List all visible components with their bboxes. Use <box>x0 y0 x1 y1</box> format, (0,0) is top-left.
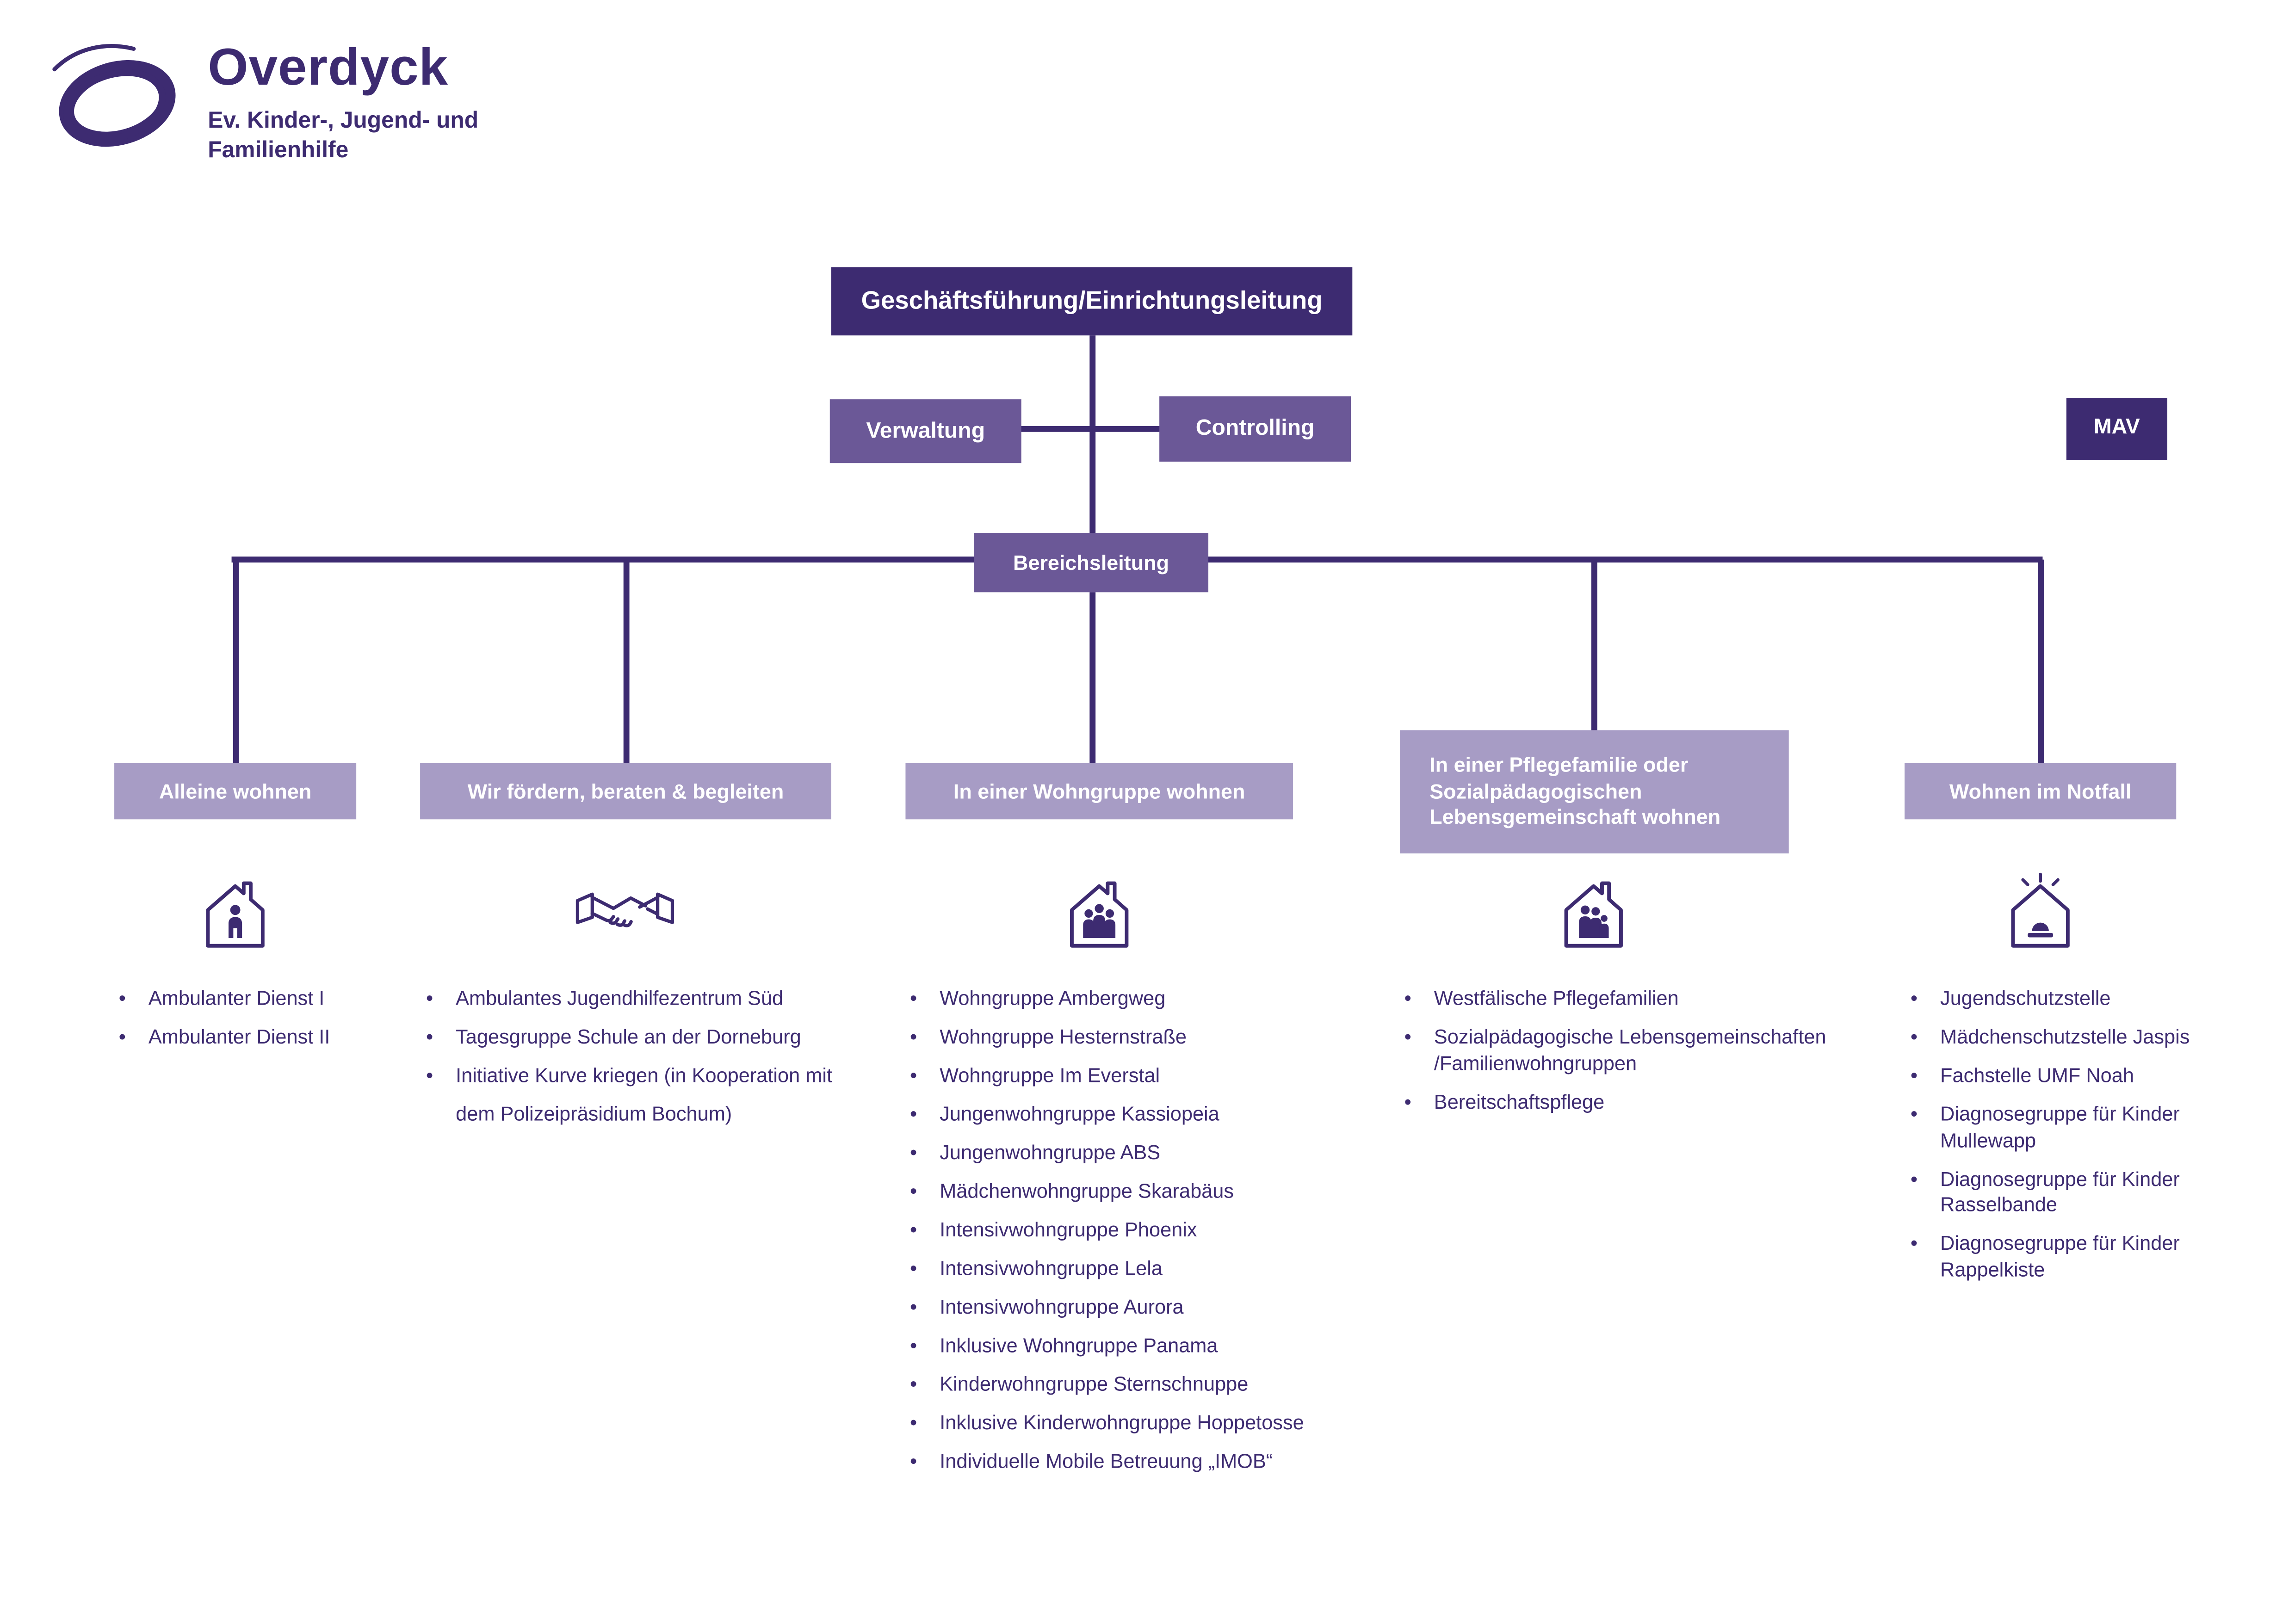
list-item: Diagnosegruppe für Kinder Mullewapp <box>1906 1101 2230 1153</box>
branch-title-notfall: Wohnen im Notfall <box>1905 763 2177 820</box>
branch-items-notfall: JugendschutzstelleMädchenschutzstelle Ja… <box>1906 986 2230 1295</box>
logo-title: Overdyck <box>208 38 448 97</box>
list-item: Intensivwohngruppe Aurora <box>905 1288 1358 1327</box>
list-item: Wohngruppe Hesternstraße <box>905 1018 1358 1056</box>
list-item: Sozialpädagogische Lebensgemeinschaften … <box>1400 1024 1863 1076</box>
logo-subtitle: Ev. Kinder-, Jugend- und Familienhilfe <box>208 107 478 165</box>
list-item: Intensivwohngruppe Lela <box>905 1250 1358 1288</box>
branch-items-wohngruppe: Wohngruppe AmbergwegWohngruppe Hesternst… <box>905 980 1358 1482</box>
list-item: Ambulanter Dienst II <box>114 1018 433 1056</box>
connector-drop-2 <box>623 559 629 763</box>
connector-trunk-top <box>1089 335 1095 533</box>
node-mav: MAV <box>2066 397 2167 460</box>
list-item: Inklusive Kinderwohngruppe Hoppetosse <box>905 1404 1358 1443</box>
node-verwaltung: Verwaltung <box>829 399 1021 463</box>
branch-title-alleine-wohnen: Alleine wohnen <box>114 763 357 820</box>
list-item: Individuelle Mobile Betreuung „IMOB“ <box>905 1443 1358 1481</box>
branch-title-pflegefamilie: In einer Pflegefamilie oder Sozialpädago… <box>1399 730 1789 854</box>
logo-text: Overdyck Ev. Kinder-, Jugend- und Famili… <box>208 38 478 165</box>
list-item: Bereitschaftspflege <box>1400 1089 1863 1115</box>
handshake-icon <box>573 885 677 941</box>
node-controlling: Controlling <box>1159 396 1351 462</box>
connector-drop-4 <box>1591 559 1597 730</box>
list-item: Tagesgruppe Schule an der Dorneburg <box>421 1018 864 1056</box>
list-item: Diagnosegruppe für Kinder Rappelkiste <box>1906 1230 2230 1282</box>
list-item: Diagnosegruppe für Kinder Rasselbande <box>1906 1166 2230 1218</box>
list-item: Mädchenschutzstelle Jaspis <box>1906 1024 2230 1050</box>
list-item: Kinderwohngruppe Sternschnuppe <box>905 1365 1358 1404</box>
house-alarm-icon <box>1998 872 2083 951</box>
list-item: Wohngruppe Ambergweg <box>905 980 1358 1018</box>
list-item: Intensivwohngruppe Phoenix <box>905 1211 1358 1249</box>
logo: Overdyck Ev. Kinder-, Jugend- und Famili… <box>49 38 478 165</box>
house-family-icon <box>1551 873 1636 951</box>
list-item: Ambulanter Dienst I <box>114 980 433 1018</box>
node-geschaeftsfuehrung: Geschäftsführung/Einrichtungsleitung <box>831 267 1353 336</box>
branch-items-foerdern: Ambulantes Jugendhilfezentrum SüdTagesgr… <box>421 980 864 1134</box>
connector-trunk-bottom <box>1089 592 1095 763</box>
logo-subtitle-line2: Familienhilfe <box>208 137 349 163</box>
connector-drop-5 <box>2037 559 2044 763</box>
branch-items-pflegefamilie: Westfälische PflegefamilienSozialpädagog… <box>1400 986 1863 1127</box>
house-single-person-icon <box>193 873 278 951</box>
node-bereichsleitung: Bereichsleitung <box>974 532 1209 593</box>
list-item: Fachstelle UMF Noah <box>1906 1063 2230 1089</box>
list-item: Westfälische Pflegefamilien <box>1400 986 1863 1012</box>
house-group-icon <box>1057 873 1142 951</box>
list-item: Inklusive Wohngruppe Panama <box>905 1327 1358 1365</box>
list-item: Ambulantes Jugendhilfezentrum Süd <box>421 980 864 1018</box>
branch-title-wohngruppe: In einer Wohngruppe wohnen <box>905 763 1293 820</box>
list-item: Wohngruppe Im Everstal <box>905 1057 1358 1095</box>
branch-title-foerdern: Wir fördern, beraten & begleiten <box>420 763 831 820</box>
branch-items-alleine-wohnen: Ambulanter Dienst IAmbulanter Dienst II <box>114 980 433 1057</box>
list-item: Jungenwohngruppe Kassiopeia <box>905 1095 1358 1134</box>
logo-swirl-icon <box>52 44 176 147</box>
list-item: Jungenwohngruppe ABS <box>905 1134 1358 1173</box>
connector-staff-h <box>1018 426 1163 432</box>
list-item: Mädchenwohngruppe Skarabäus <box>905 1173 1358 1211</box>
logo-subtitle-line1: Ev. Kinder-, Jugend- und <box>208 108 479 134</box>
list-item: Initiative Kurve kriegen (in Kooperation… <box>421 1057 864 1134</box>
connector-drop-1 <box>232 559 239 763</box>
list-item: Jugendschutzstelle <box>1906 986 2230 1012</box>
